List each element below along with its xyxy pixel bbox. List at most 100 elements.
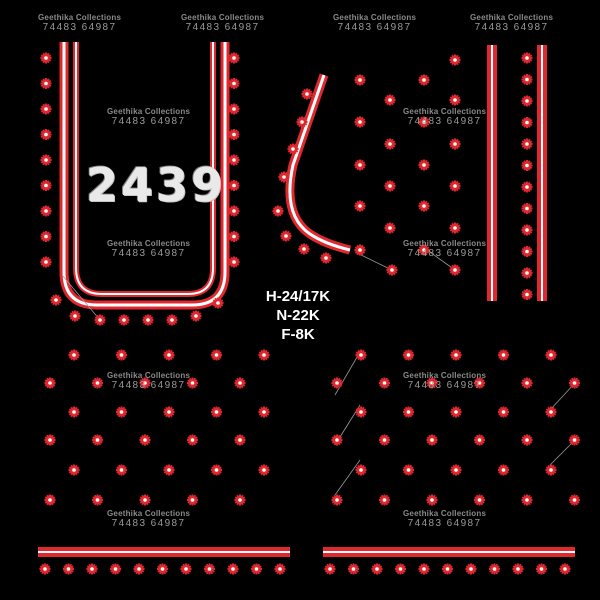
asterisk-flower-icon: [228, 256, 240, 268]
horizontal-border-strips: [38, 547, 575, 557]
asterisk-flower-icon: [426, 377, 438, 389]
asterisk-flower-icon: [190, 310, 202, 322]
asterisk-flower-icon: [545, 464, 557, 476]
front-neck-border: [59, 42, 230, 310]
asterisk-flower-icon: [324, 563, 336, 575]
asterisk-flower-icon: [280, 230, 292, 242]
asterisk-flower-icon: [442, 563, 453, 575]
asterisk-flower-icon: [94, 314, 106, 326]
asterisk-flower-icon: [354, 74, 366, 86]
asterisk-flower-icon: [521, 160, 533, 171]
asterisk-flower-icon: [521, 117, 533, 128]
asterisk-flower-icon: [39, 563, 51, 575]
asterisk-flower-icon: [403, 464, 414, 476]
vertical-border-strips: [487, 45, 547, 301]
asterisk-flower-icon: [355, 406, 367, 418]
asterisk-flower-icon: [228, 154, 240, 166]
stitch-count-hand: H-24/17K: [265, 288, 331, 305]
asterisk-flower-icon: [384, 222, 396, 234]
asterisk-flower-icon: [384, 138, 396, 150]
asterisk-flower-icon: [228, 78, 240, 89]
asterisk-flower-icon: [258, 349, 270, 361]
asterisk-flower-icon: [521, 377, 533, 389]
asterisk-flower-icon: [384, 180, 396, 192]
stitch-count-neck: N-22K: [276, 307, 320, 324]
asterisk-flower-icon: [355, 349, 367, 361]
asterisk-flower-icon: [386, 264, 398, 276]
asterisk-flower-icon: [371, 563, 383, 575]
asterisk-flower-icon: [521, 74, 533, 85]
asterisk-flower-icon: [163, 406, 175, 418]
asterisk-flower-icon: [395, 563, 406, 575]
asterisk-flower-icon: [354, 244, 366, 256]
asterisk-flower-icon: [40, 256, 52, 268]
asterisk-flower-icon: [331, 434, 343, 446]
asterisk-flower-icon: [498, 349, 509, 361]
asterisk-flower-icon: [355, 464, 367, 476]
asterisk-flower-icon: [449, 264, 461, 276]
asterisk-flower-icon: [474, 377, 485, 389]
stitch-count-front: F-8K: [281, 326, 315, 343]
asterisk-flower-icon: [379, 377, 390, 389]
asterisk-flower-icon: [258, 406, 270, 418]
asterisk-flower-icon: [418, 200, 430, 212]
asterisk-flower-icon: [450, 349, 462, 361]
asterisk-flower-icon: [348, 563, 359, 575]
asterisk-flower-icon: [163, 464, 175, 476]
asterisk-flower-icon: [211, 464, 222, 476]
asterisk-flower-icon: [449, 222, 461, 234]
asterisk-flower-icon: [569, 377, 580, 389]
asterisk-flower-icon: [228, 129, 240, 140]
asterisk-flower-icon: [450, 464, 462, 476]
asterisk-flower-icon: [44, 434, 56, 446]
asterisk-flower-icon: [354, 159, 366, 171]
asterisk-flower-icon: [166, 314, 178, 326]
asterisk-flower-icon: [426, 434, 438, 446]
asterisk-flower-icon: [234, 494, 246, 506]
asterisk-flower-icon: [211, 349, 222, 361]
asterisk-flower-icon: [44, 377, 56, 389]
asterisk-flower-icon: [521, 267, 533, 279]
asterisk-flower-icon: [545, 406, 557, 418]
asterisk-flower-icon: [40, 154, 52, 166]
asterisk-flower-icon: [498, 464, 509, 476]
asterisk-flower-icon: [521, 289, 533, 300]
asterisk-flower-icon: [449, 54, 461, 66]
asterisk-flower-icon: [142, 314, 154, 326]
asterisk-flower-icon: [110, 563, 121, 575]
asterisk-flower-icon: [116, 464, 127, 476]
asterisk-flower-icon: [50, 294, 62, 306]
asterisk-flower-icon: [40, 231, 52, 242]
asterisk-flower-icon: [258, 464, 270, 476]
asterisk-flower-icon: [228, 180, 240, 191]
asterisk-flower-icon: [536, 563, 547, 575]
asterisk-flower-icon: [379, 434, 390, 446]
asterisk-flower-icon: [40, 129, 52, 140]
asterisk-flower-icon: [498, 406, 509, 418]
asterisk-flower-icon: [187, 377, 198, 389]
asterisk-flower-icon: [251, 563, 262, 575]
asterisk-flower-icon: [278, 171, 290, 183]
asterisk-flower-icon: [163, 349, 175, 361]
asterisk-flower-icon: [418, 159, 430, 171]
design-number: 2439: [86, 158, 227, 212]
asterisk-flower-icon: [331, 494, 343, 506]
asterisk-flower-icon: [354, 200, 366, 212]
motif-layer: [39, 52, 580, 575]
asterisk-flower-icon: [139, 377, 151, 389]
asterisk-flower-icon: [92, 377, 103, 389]
asterisk-flower-icon: [426, 494, 438, 506]
asterisk-flower-icon: [228, 52, 240, 64]
asterisk-flower-icon: [320, 252, 332, 264]
asterisk-flower-icon: [418, 116, 430, 128]
